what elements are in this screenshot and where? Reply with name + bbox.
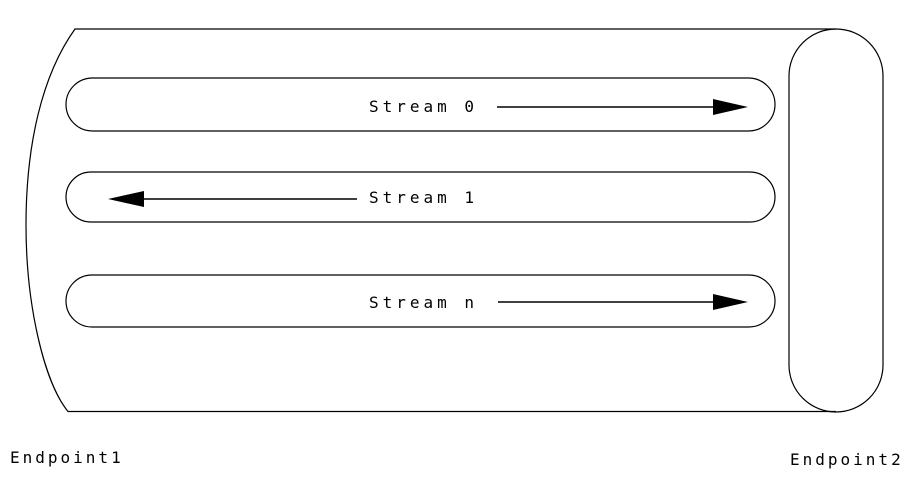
stream-0-label: Stream 0 [369, 97, 478, 116]
stream-1-label: Stream 1 [369, 188, 478, 207]
endpoint2-cap [788, 28, 884, 413]
stream-n-label: Stream n [369, 293, 478, 312]
stream-1-channel [65, 171, 776, 223]
endpoint1-label: Endpoint1 [10, 448, 124, 467]
endpoint2-label: Endpoint2 [790, 450, 904, 469]
right-arrow-icon [713, 99, 748, 115]
right-arrow-icon [713, 294, 748, 310]
stream-0-channel [65, 77, 776, 132]
connection-pipe-outline [25, 28, 836, 413]
stream-n-channel [65, 274, 776, 328]
left-arrow-icon [108, 191, 144, 207]
